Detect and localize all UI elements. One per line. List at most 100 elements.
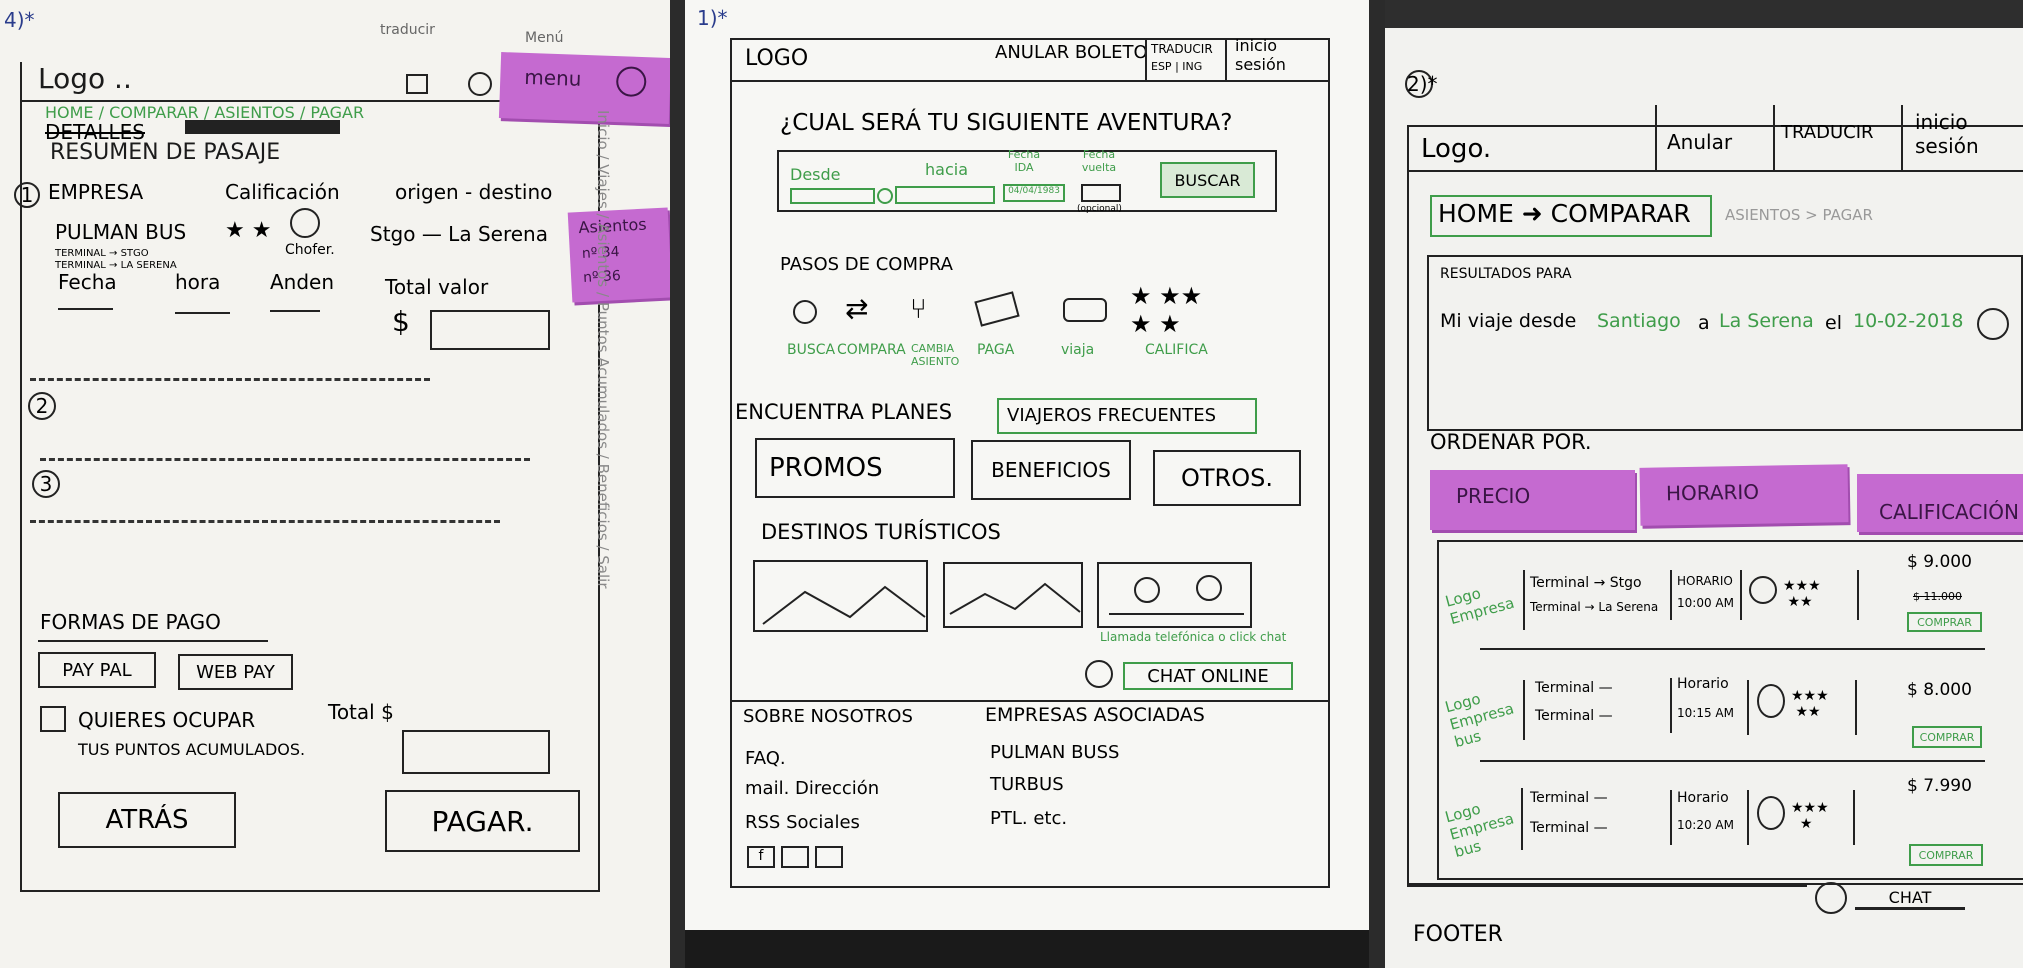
instagram-icon[interactable] bbox=[815, 846, 843, 868]
header-divider bbox=[20, 100, 620, 102]
menu-label: menu bbox=[523, 64, 582, 91]
promos-button[interactable]: PROMOS bbox=[755, 438, 955, 498]
column-divider bbox=[1740, 570, 1742, 620]
bus-icon bbox=[1063, 298, 1107, 322]
sketch-sheet-payment-summary: 4)* traducir Menú Logo .. menu HOME / CO… bbox=[0, 0, 670, 968]
mountain-icon bbox=[762, 585, 926, 625]
footer-about[interactable]: SOBRE NOSOTROS bbox=[743, 706, 913, 727]
schedule-label: HORARIO bbox=[1677, 574, 1733, 588]
results-list bbox=[1437, 540, 2023, 880]
nav-inicio-sesion[interactable]: inicio sesión bbox=[1235, 36, 1286, 74]
driver-icon bbox=[290, 208, 320, 238]
struck-heading: DETALLES bbox=[45, 120, 145, 144]
chat-button[interactable]: CHAT bbox=[1855, 888, 1965, 910]
destination-image[interactable] bbox=[943, 562, 1083, 628]
column-divider bbox=[1853, 790, 1855, 845]
total-value-field bbox=[430, 310, 550, 350]
sketch-sheet-compare-results: 2)* Logo. Anular TRADUCIR inicio sesión … bbox=[1385, 0, 2023, 968]
edit-icon[interactable] bbox=[1977, 308, 2009, 340]
swap-icon[interactable] bbox=[877, 188, 893, 204]
footer-divider bbox=[730, 700, 1330, 702]
ida-date-input[interactable]: 04/04/1983 bbox=[1003, 184, 1065, 202]
terminal-note: TERMINAL → LA SERENA bbox=[55, 260, 177, 271]
nav-traducir[interactable]: TRADUCIR bbox=[1781, 122, 1874, 143]
nav-anular-boleto[interactable]: ANULAR BOLETO bbox=[995, 42, 1148, 63]
annotation-menu: Menú bbox=[525, 30, 564, 46]
trip-connector: el bbox=[1825, 312, 1842, 334]
logo: Logo .. bbox=[38, 62, 132, 95]
total-field bbox=[402, 730, 550, 774]
partner-pulman[interactable]: PULMAN BUSS bbox=[990, 742, 1120, 763]
chat-icon[interactable] bbox=[1085, 660, 1113, 688]
nav-inicio-sesion[interactable]: inicio sesión bbox=[1915, 110, 1979, 158]
sort-by-rating[interactable]: CALIFICACIÓN bbox=[1857, 474, 2023, 532]
wireframe-frame bbox=[730, 38, 1330, 888]
row-number: 1 bbox=[14, 182, 40, 208]
destination-image[interactable] bbox=[1097, 562, 1252, 628]
placeholder-line bbox=[58, 308, 113, 310]
trip-text: Mi viaje desde bbox=[1440, 310, 1577, 332]
book-icon[interactable] bbox=[406, 74, 428, 94]
breadcrumb[interactable]: HOME / COMPARAR / ASIENTOS / PAGAR bbox=[45, 103, 365, 122]
wireframe-frame bbox=[1407, 125, 2023, 885]
column-divider bbox=[1747, 680, 1749, 735]
step-label: CAMBIA ASIENTO bbox=[911, 342, 960, 368]
hacia-input[interactable] bbox=[895, 186, 995, 204]
sort-label: CALIFICACIÓN bbox=[1879, 500, 2019, 524]
column-divider bbox=[1523, 680, 1525, 740]
desde-input[interactable] bbox=[790, 188, 875, 204]
sketch-sheet-home: 1)* LOGO ANULAR BOLETO TRADUCIR ESP | IN… bbox=[685, 0, 1369, 968]
footer-rss[interactable]: RSS Sociales bbox=[745, 812, 860, 833]
benefits-button[interactable]: BENEFICIOS bbox=[971, 440, 1131, 500]
buy-button[interactable]: COMPRAR bbox=[1909, 844, 1983, 866]
search-button[interactable]: BUSCAR bbox=[1160, 162, 1255, 198]
nav-traducir[interactable]: TRADUCIR bbox=[1151, 42, 1213, 56]
route-text: Stgo — La Serena bbox=[370, 222, 548, 246]
step-label: CALIFICA bbox=[1145, 342, 1208, 358]
page-title: RESUMEN DE PASAJE bbox=[50, 140, 281, 165]
chat-online-button[interactable]: CHAT ONLINE bbox=[1123, 662, 1293, 690]
breadcrumb-rest[interactable]: ASIENTOS > PAGAR bbox=[1725, 206, 1873, 224]
plans-heading: ENCUENTRA PLANES bbox=[735, 400, 953, 424]
partner-ptl[interactable]: PTL. etc. bbox=[990, 808, 1068, 829]
twitter-icon[interactable] bbox=[781, 846, 809, 868]
field-label-hacia: hacia bbox=[925, 160, 968, 179]
facebook-icon[interactable]: f bbox=[747, 846, 775, 868]
sort-by-schedule[interactable]: HORARIO bbox=[1639, 464, 1849, 526]
col-anden: Anden bbox=[270, 270, 335, 294]
language-selector[interactable]: ESP | ING bbox=[1151, 60, 1203, 73]
column-divider bbox=[1670, 570, 1672, 620]
steps-heading: PASOS DE COMPRA bbox=[780, 254, 953, 275]
nav-divider bbox=[1145, 38, 1147, 80]
rating-stars: ★★★ ★ bbox=[1791, 800, 1829, 832]
chat-icon[interactable] bbox=[1815, 882, 1847, 914]
sort-by-price[interactable]: PRECIO bbox=[1430, 470, 1635, 530]
buy-button[interactable]: COMPRAR bbox=[1912, 726, 1982, 748]
back-button[interactable]: ATRÁS bbox=[58, 792, 236, 848]
footer-faq[interactable]: FAQ. bbox=[745, 748, 786, 769]
frequent-travelers-link[interactable]: VIAJEROS FRECUENTES bbox=[997, 398, 1257, 434]
col-hora: hora bbox=[175, 270, 221, 294]
others-button[interactable]: OTROS. bbox=[1153, 450, 1301, 506]
nav-anular[interactable]: Anular bbox=[1667, 130, 1733, 154]
menu-sticky-note[interactable]: menu bbox=[498, 52, 670, 124]
terminal-to: Terminal → La Serena bbox=[1530, 600, 1659, 614]
driver-icon bbox=[1749, 576, 1777, 604]
side-menu-text: Inicio / Viajes / Asientos / Puntos Acum… bbox=[594, 110, 612, 589]
destination-image[interactable] bbox=[753, 560, 928, 632]
footer: FOOTER bbox=[1413, 922, 1503, 947]
paypal-button[interactable]: PAY PAL bbox=[38, 652, 156, 688]
asientos-label: Asientos bbox=[578, 214, 648, 238]
terminal-to: Terminal — bbox=[1535, 708, 1613, 724]
pay-button[interactable]: PAGAR. bbox=[385, 790, 580, 852]
user-icon[interactable] bbox=[468, 72, 492, 96]
buy-button[interactable]: COMPRAR bbox=[1907, 612, 1982, 632]
breadcrumb-current[interactable]: HOME ➜ COMPARAR bbox=[1430, 195, 1712, 237]
partner-turbus[interactable]: TURBUS bbox=[990, 774, 1064, 795]
use-points-checkbox[interactable] bbox=[40, 706, 66, 732]
footer-mail[interactable]: mail. Dirección bbox=[745, 778, 880, 799]
webpay-button[interactable]: WEB PAY bbox=[178, 654, 293, 690]
logo: LOGO bbox=[745, 46, 809, 71]
vuelta-date-input[interactable] bbox=[1081, 184, 1121, 202]
field-label-desde: Desde bbox=[790, 165, 841, 184]
